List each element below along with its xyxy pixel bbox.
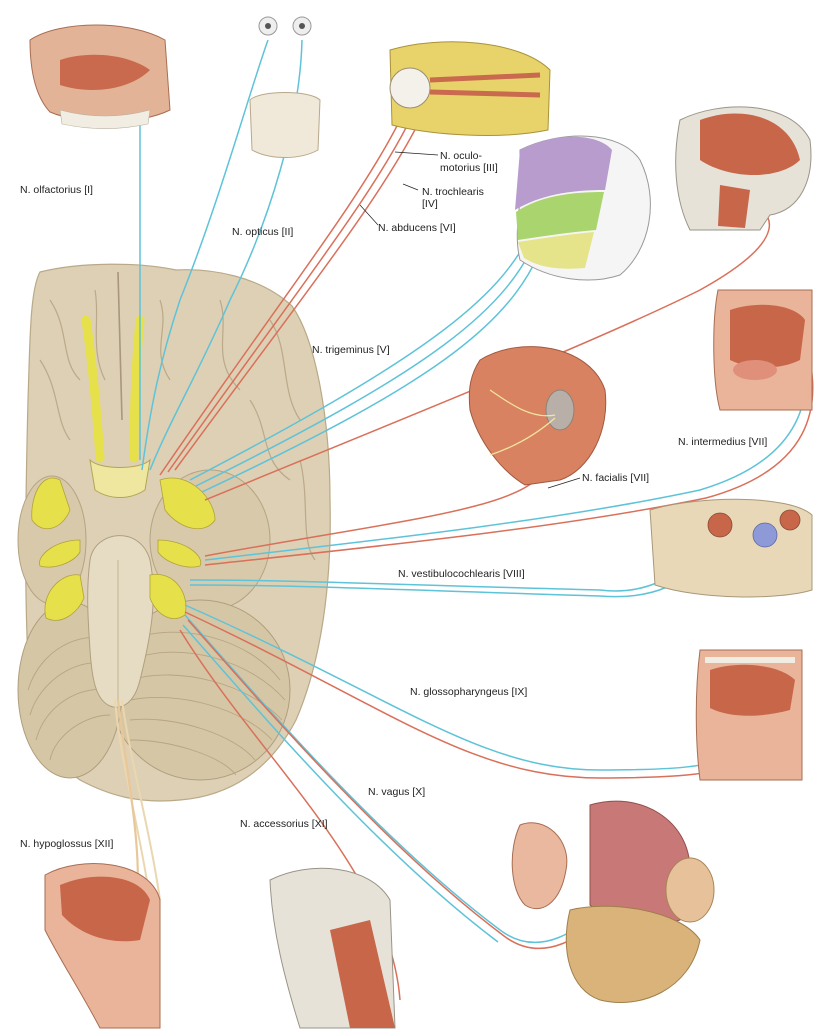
nasal-cavity-illustration [30, 25, 170, 129]
label-oculomotorius: N. oculo-motorius [III] [440, 150, 520, 174]
label-facialis: N. facialis [VII] [582, 472, 649, 484]
label-olfactorius: N. olfactorius [I] [20, 184, 93, 196]
oral-cavity-illustration-upper [714, 290, 812, 410]
label-accessorius: N. accessorius [XI] [240, 818, 328, 830]
skull-masseter-illustration [676, 107, 811, 230]
viscera-illustration [512, 801, 714, 1002]
facial-nerve-head-illustration [469, 347, 605, 485]
tongue-illustration [45, 864, 160, 1028]
inner-ear-illustration [650, 499, 812, 597]
brain-basal-view [18, 264, 330, 900]
label-trochlearis: N. trochlearis[IV] [422, 186, 512, 210]
oral-cavity-illustration-lower [696, 650, 802, 780]
label-abducens: N. abducens [VI] [378, 222, 456, 234]
orbit-illustration [390, 42, 550, 136]
label-hypoglossus: N. hypoglossus [XII] [20, 838, 113, 850]
label-opticus: N. opticus [II] [232, 226, 293, 238]
label-vestibulocochlearis: N. vestibulocochlearis [VIII] [398, 568, 525, 580]
label-vagus: N. vagus [X] [368, 786, 425, 798]
optic-pathway-illustration [250, 17, 320, 158]
label-intermedius: N. intermedius [VII] [678, 436, 767, 448]
label-trigeminus: N. trigeminus [V] [312, 344, 390, 356]
neck-illustration [270, 868, 395, 1028]
label-glossopharyngeus: N. glossopharyngeus [IX] [410, 686, 527, 698]
trigeminal-dermatome-head [515, 136, 650, 280]
